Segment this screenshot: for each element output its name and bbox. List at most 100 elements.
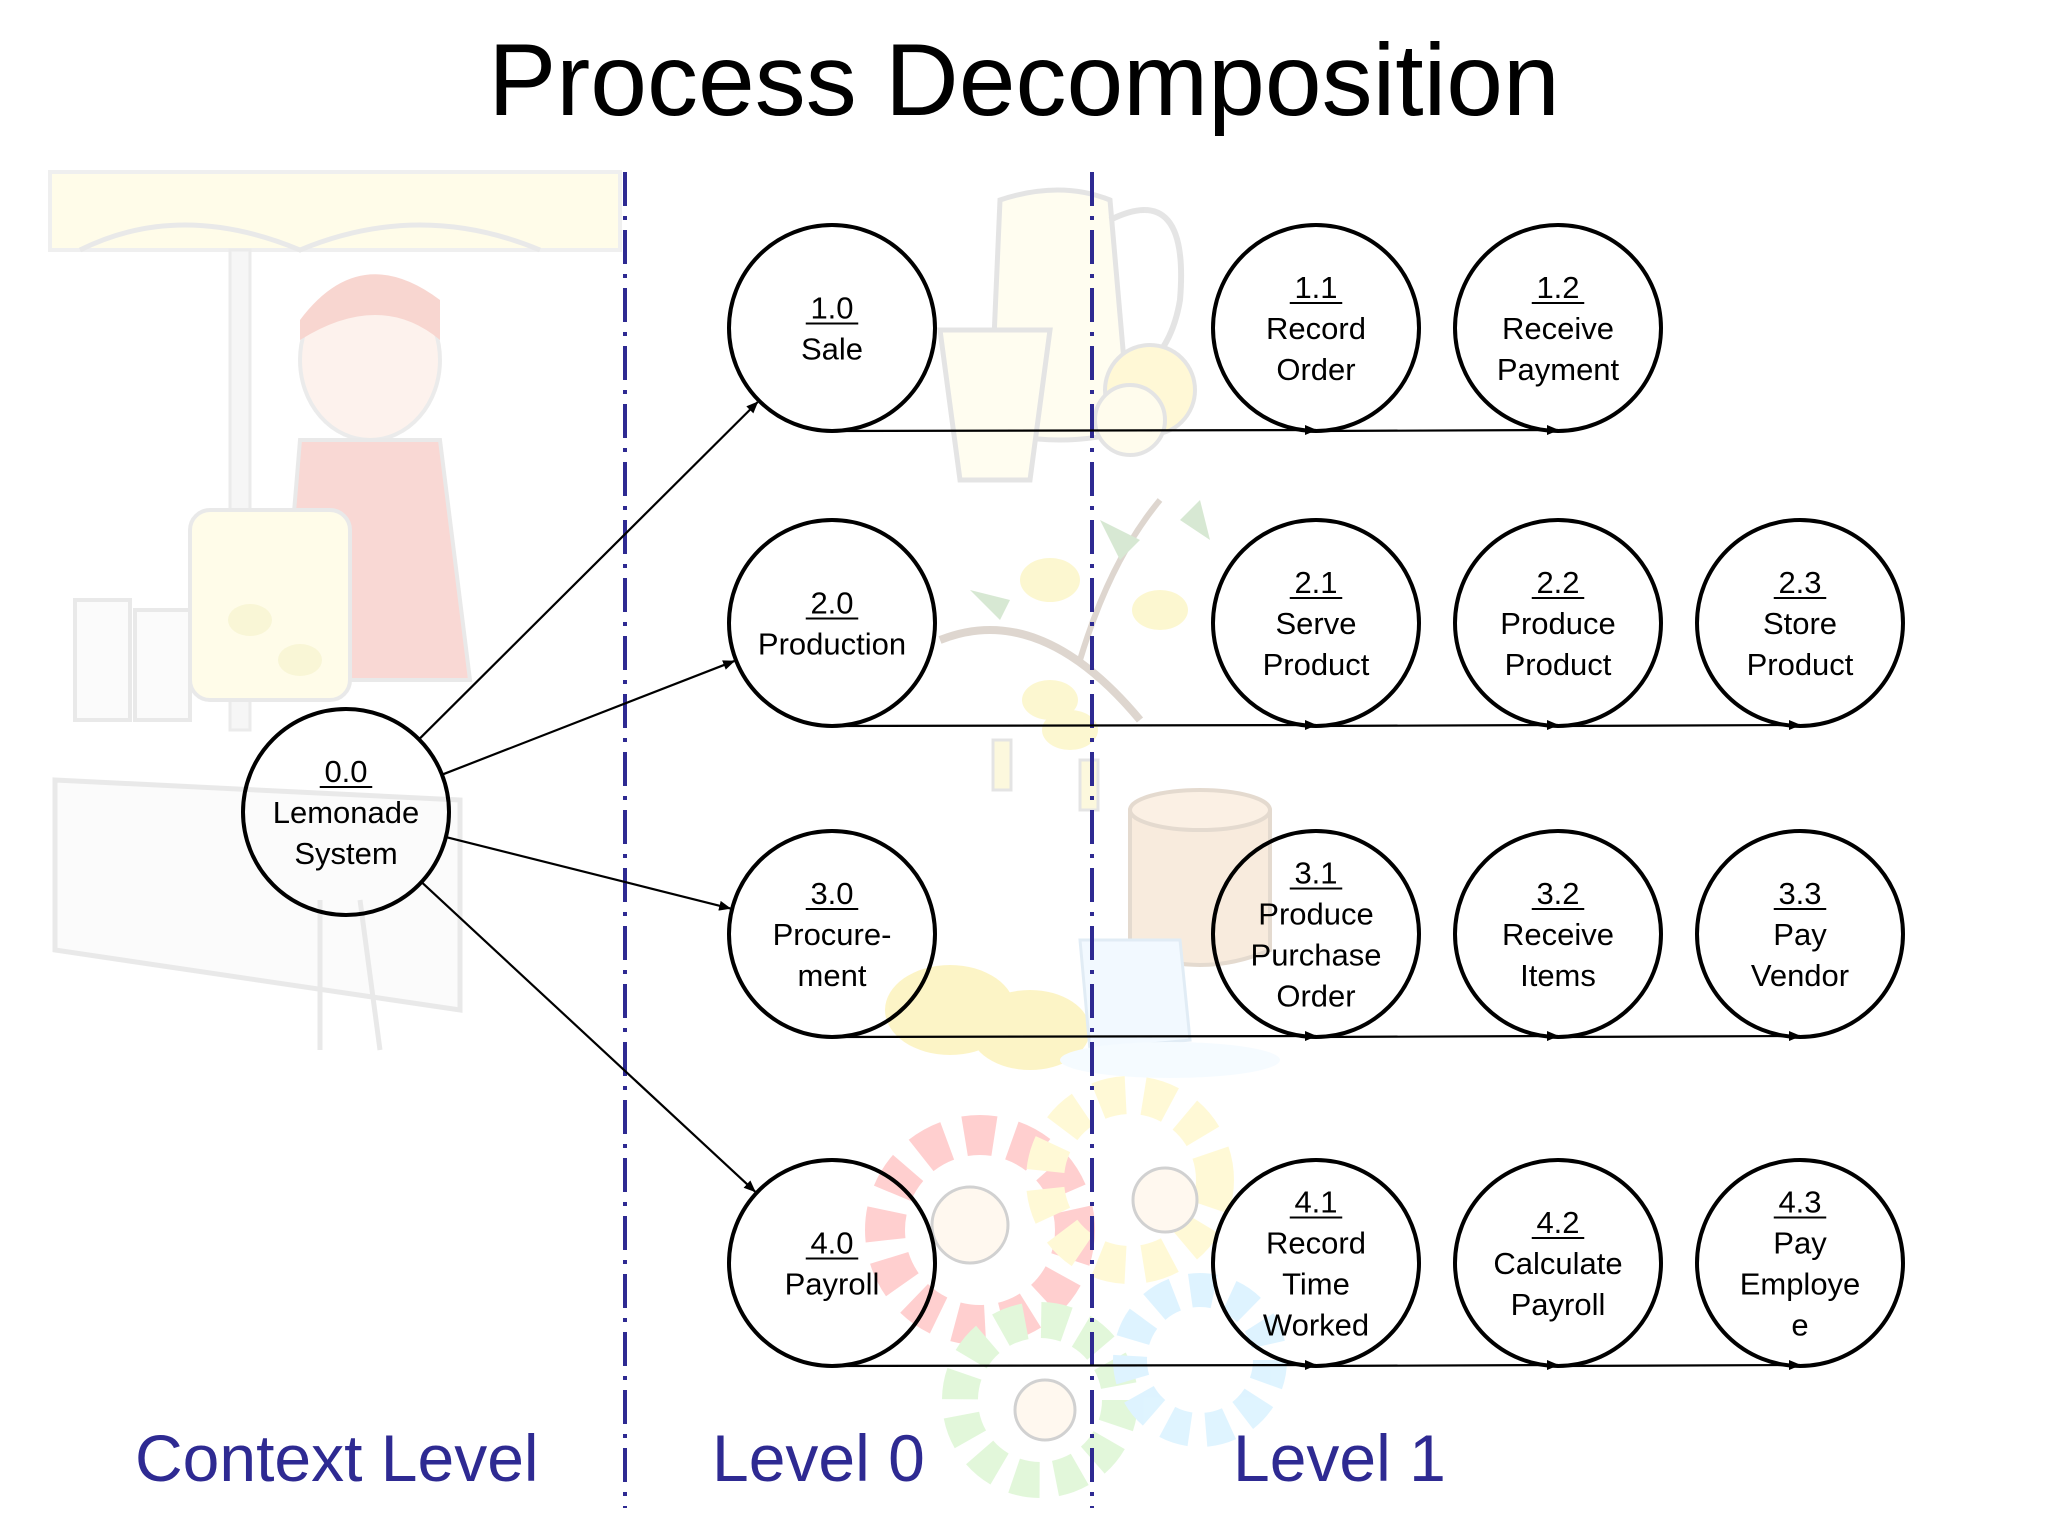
- flow-to-2-2-arrow: [1315, 720, 1559, 731]
- process-node-4-3-label-line: Employe: [1740, 1267, 1861, 1302]
- flow-to-2-1-arrow: [831, 720, 1317, 731]
- process-node-2-1-id: 2.1: [1294, 565, 1337, 600]
- process-node-1-0-circle: [727, 223, 937, 433]
- process-node-3-2-label-line: Items: [1520, 958, 1596, 993]
- flow-to-1-2-arrow: [1315, 425, 1559, 436]
- flow-to-4-3-arrow: [1557, 1360, 1801, 1371]
- process-node-3-2-circle: [1453, 829, 1663, 1039]
- process-node-1-2-label-line: Payment: [1497, 352, 1620, 387]
- process-node-1-1-id: 1.1: [1294, 270, 1337, 305]
- honey-pot-lemons-ice-illustration: [885, 788, 1280, 1078]
- process-node-4-1-label-line: Time: [1282, 1267, 1350, 1302]
- process-node-3-2-label-line: Receive: [1502, 917, 1614, 952]
- process-node-2-2-label-line: Product: [1505, 647, 1612, 682]
- context-to-1-0-arrow: [418, 401, 759, 741]
- process-node-4-3-id: 4.3: [1778, 1185, 1821, 1220]
- process-node-3-1-label-line: Produce: [1258, 897, 1373, 932]
- process-node-1-1-label-line: Order: [1276, 352, 1355, 387]
- process-node-4-1-circle: [1211, 1158, 1421, 1368]
- page-title: Process Decomposition: [488, 23, 1560, 137]
- context-level-label: Context Level: [135, 1421, 539, 1495]
- process-node-1-1-label-line: Record: [1266, 311, 1366, 346]
- process-node-3-1-circle: [1211, 829, 1421, 1039]
- process-node-3-3-label-line: Vendor: [1751, 958, 1849, 993]
- level1-label: Level 1: [1233, 1421, 1446, 1495]
- process-node-4-2-label-line: Calculate: [1493, 1246, 1622, 1281]
- process-node-2-3-label-line: Store: [1763, 606, 1837, 641]
- process-node-3-0-label-line: Procure-: [773, 917, 892, 952]
- process-node-2-3-circle: [1695, 518, 1905, 728]
- process-node-3-0-circle: [727, 829, 937, 1039]
- context-to-3-0-arrow: [445, 836, 732, 911]
- gears-with-faces-illustration: [865, 1076, 1287, 1498]
- pitcher-and-glass-illustration: [937, 187, 1197, 483]
- lemon-tree-branch-illustration: [938, 498, 1210, 812]
- context-node-0-0-circle: [241, 707, 451, 917]
- context-to-2-0-arrow: [441, 660, 736, 776]
- flow-to-3-1-arrow: [831, 1031, 1317, 1042]
- flow-to-2-3-arrow: [1557, 720, 1801, 731]
- process-node-3-2-id: 3.2: [1536, 876, 1579, 911]
- lemonade-stand-illustration: [48, 170, 622, 1051]
- process-node-3-3-label-line: Pay: [1773, 917, 1827, 952]
- process-node-4-0-circle: [727, 1158, 937, 1368]
- process-node-3-1-label-line: Order: [1276, 979, 1355, 1014]
- process-node-3-3-id: 3.3: [1778, 876, 1821, 911]
- process-node-2-3-label-line: Product: [1747, 647, 1854, 682]
- flow-to-1-1-arrow: [831, 425, 1317, 436]
- process-node-2-1-label-line: Serve: [1276, 606, 1357, 641]
- process-node-2-1-circle: [1211, 518, 1421, 728]
- process-node-3-1-id: 3.1: [1294, 856, 1337, 891]
- process-node-4-3-circle: [1695, 1158, 1905, 1368]
- process-node-3-0-id: 3.0: [810, 876, 853, 911]
- process-node-1-0-label-line: Sale: [801, 332, 863, 367]
- flow-to-3-2-arrow: [1315, 1031, 1559, 1042]
- level0-label: Level 0: [712, 1421, 925, 1495]
- process-node-4-1-label-line: Worked: [1263, 1308, 1369, 1343]
- process-node-1-2-circle: [1453, 223, 1663, 433]
- process-node-4-0-label-line: Payroll: [785, 1267, 880, 1302]
- process-node-1-2-label-line: Receive: [1502, 311, 1614, 346]
- process-node-4-2-label-line: Payroll: [1511, 1287, 1606, 1322]
- process-node-4-2-id: 4.2: [1536, 1205, 1579, 1240]
- process-node-2-0-circle: [727, 518, 937, 728]
- process-node-1-2-id: 1.2: [1536, 270, 1579, 305]
- process-node-4-2-circle: [1453, 1158, 1663, 1368]
- process-node-1-0-id: 1.0: [810, 291, 853, 326]
- process-node-4-1-label-line: Record: [1266, 1226, 1366, 1261]
- process-node-2-0-label-line: Production: [758, 627, 906, 662]
- flow-to-3-3-arrow: [1557, 1031, 1801, 1042]
- context-node-0-0-label-line: Lemonade: [273, 795, 420, 830]
- process-node-4-3-label-line: e: [1791, 1308, 1808, 1343]
- process-node-3-1-label-line: Purchase: [1251, 938, 1382, 973]
- process-node-4-0-id: 4.0: [810, 1226, 853, 1261]
- process-node-3-3-circle: [1695, 829, 1905, 1039]
- flow-to-4-2-arrow: [1315, 1360, 1559, 1371]
- process-node-2-0-id: 2.0: [810, 586, 853, 621]
- process-node-2-2-circle: [1453, 518, 1663, 728]
- flow-to-4-1-arrow: [831, 1360, 1317, 1371]
- process-node-2-2-id: 2.2: [1536, 565, 1579, 600]
- context-node-0-0-id: 0.0: [324, 754, 367, 789]
- process-node-1-1-circle: [1211, 223, 1421, 433]
- context-to-4-0-arrow: [420, 881, 756, 1193]
- process-node-2-3-id: 2.3: [1778, 565, 1821, 600]
- process-node-3-0-label-line: ment: [798, 958, 867, 993]
- process-node-2-1-label-line: Product: [1263, 647, 1370, 682]
- context-node-0-0-label-line: System: [294, 836, 397, 871]
